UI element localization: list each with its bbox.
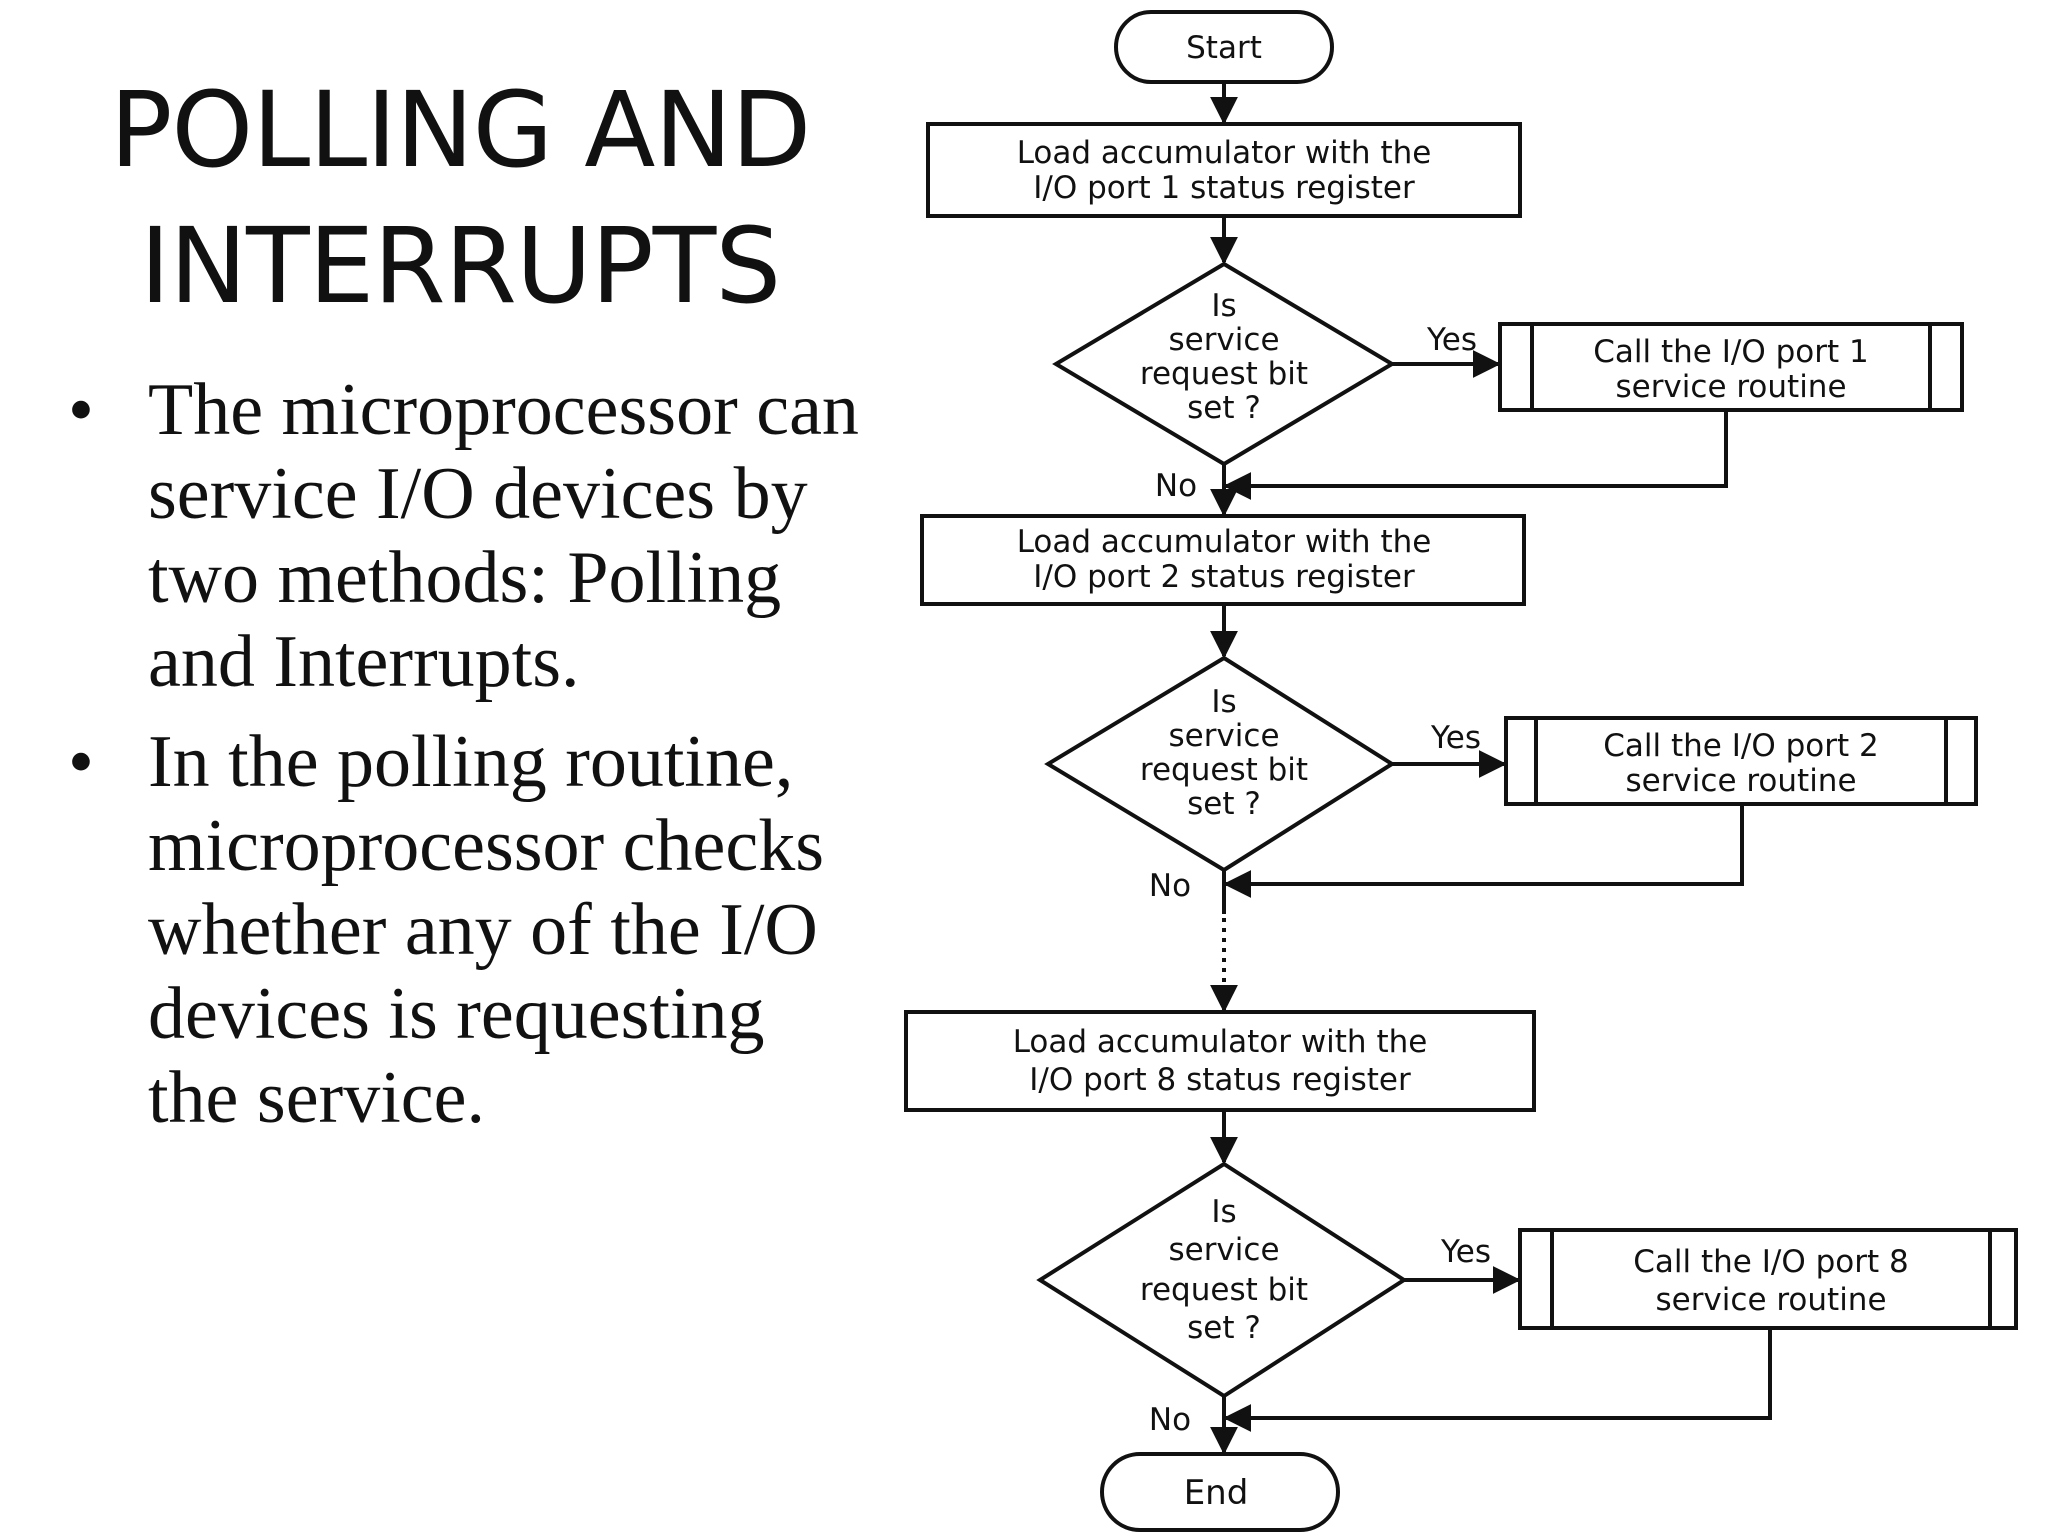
- end-terminal: [1100, 1452, 1340, 1532]
- load-text-port-8-line-1: Load accumulator with the: [1013, 1024, 1428, 1060]
- routine-text-port-2-line-1: Call the I/O port 2: [1603, 728, 1878, 764]
- decision-text-port-1-line-3: request bit: [1140, 356, 1308, 392]
- bullet-list: • The microprocessor can service I/O dev…: [60, 368, 860, 1156]
- decision-text-port-1-line-1: Is: [1211, 288, 1236, 324]
- slide-title-line-1: POLLING AND: [109, 69, 812, 191]
- bullet-dot: •: [68, 721, 94, 803]
- bullet-dot: •: [68, 369, 94, 451]
- routine-text-port-1-line-2: service routine: [1615, 369, 1846, 405]
- load-box-port-8: [904, 1010, 1536, 1112]
- return-line-port-2: [1223, 804, 1744, 898]
- load-text-port-8-line-2: I/O port 8 status register: [1029, 1062, 1411, 1098]
- bullet-item-1: • The microprocessor can service I/O dev…: [60, 368, 860, 704]
- decision-text-port-2-line-3: request bit: [1140, 752, 1308, 788]
- slide-title: POLLING AND INTERRUPTS: [80, 62, 840, 334]
- routine-box-port-1: [1498, 322, 1964, 412]
- no-label-port-1: No: [1155, 468, 1197, 504]
- load-text-port-2-line-1: Load accumulator with the: [1017, 524, 1432, 560]
- start-label: Start: [1186, 30, 1262, 66]
- routine-text-port-8-line-1: Call the I/O port 8: [1633, 1244, 1908, 1280]
- decision-text-port-8-line-3: request bit: [1140, 1272, 1308, 1308]
- yes-label-port-1: Yes: [1426, 322, 1477, 358]
- load-text-port-1-line-1: Load accumulator with the: [1017, 135, 1432, 171]
- bullet-item-2: • In the polling routine, microprocessor…: [60, 720, 860, 1140]
- decision-text-port-2-line-4: set ?: [1187, 786, 1261, 822]
- decision-text-port-8-line-1: Is: [1211, 1194, 1236, 1230]
- bullet-text-2: In the polling routine, microprocessor c…: [148, 721, 825, 1139]
- slide-title-line-2: INTERRUPTS: [139, 205, 782, 327]
- bullet-text-1: The microprocessor can service I/O devic…: [148, 369, 859, 703]
- decision-text-port-2-line-2: service: [1168, 718, 1279, 754]
- decision-text-port-8-line-4: set ?: [1187, 1310, 1261, 1346]
- decision-text-port-1-line-2: service: [1168, 322, 1279, 358]
- decision-text-port-2-line-1: Is: [1211, 684, 1236, 720]
- end-label: End: [1184, 1473, 1249, 1513]
- yes-label-port-8: Yes: [1440, 1234, 1491, 1270]
- decision-text-port-1-line-4: set ?: [1187, 390, 1261, 426]
- decision-text-port-8-line-2: service: [1168, 1232, 1279, 1268]
- routine-text-port-1-line-1: Call the I/O port 1: [1593, 334, 1868, 370]
- return-line-port-1: [1223, 410, 1728, 500]
- load-text-port-1-line-2: I/O port 1 status register: [1033, 170, 1415, 206]
- return-line-port-8: [1223, 1328, 1772, 1432]
- no-label-port-8: No: [1149, 1402, 1191, 1438]
- routine-text-port-2-line-2: service routine: [1625, 763, 1856, 799]
- yes-label-port-2: Yes: [1430, 720, 1481, 756]
- load-text-port-2-line-2: I/O port 2 status register: [1033, 559, 1415, 595]
- no-label-port-2: No: [1149, 868, 1191, 904]
- routine-text-port-8-line-2: service routine: [1655, 1282, 1886, 1318]
